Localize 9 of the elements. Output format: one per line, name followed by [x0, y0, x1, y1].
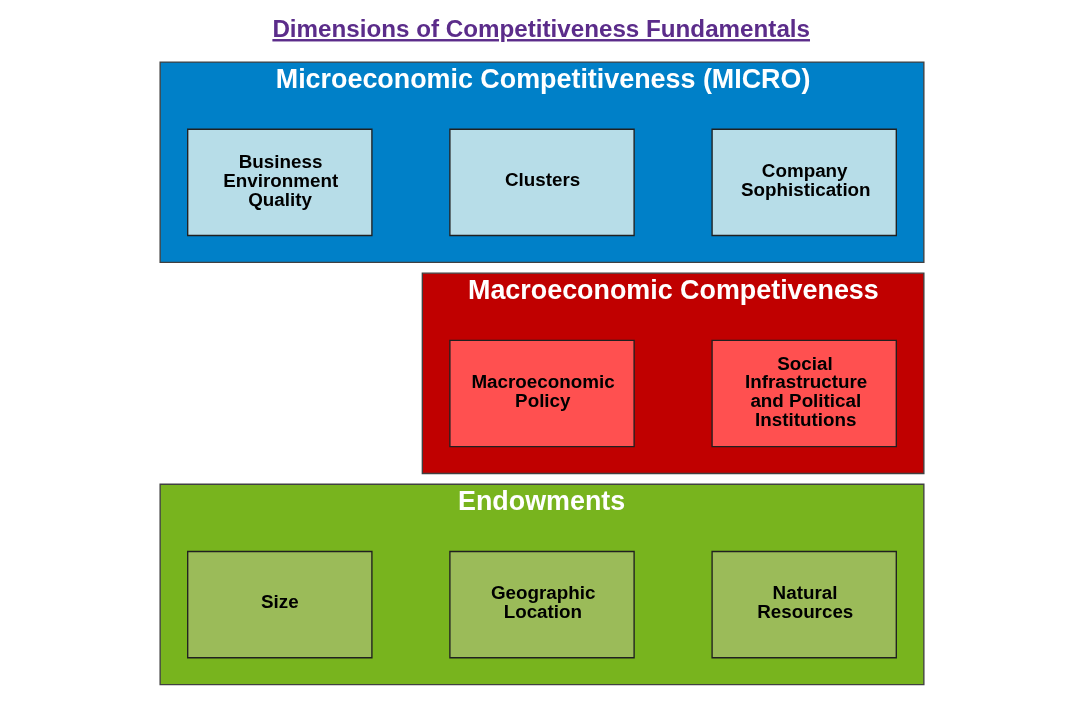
node-box: Size: [186, 550, 373, 659]
node-box: Business Environment Quality: [186, 128, 373, 237]
diagram-title: Dimensions of Competitiveness Fundamentals: [271, 15, 810, 43]
node-box: Company Sophistication: [710, 128, 897, 237]
node-box: Clusters: [448, 128, 635, 237]
node-box: Geographic Location: [448, 550, 635, 659]
node-box: Social Infrastructure and Political Institutions: [710, 339, 897, 448]
node-box: Natural Resources: [710, 550, 897, 659]
node-box: Macroeconomic Policy: [448, 339, 635, 448]
